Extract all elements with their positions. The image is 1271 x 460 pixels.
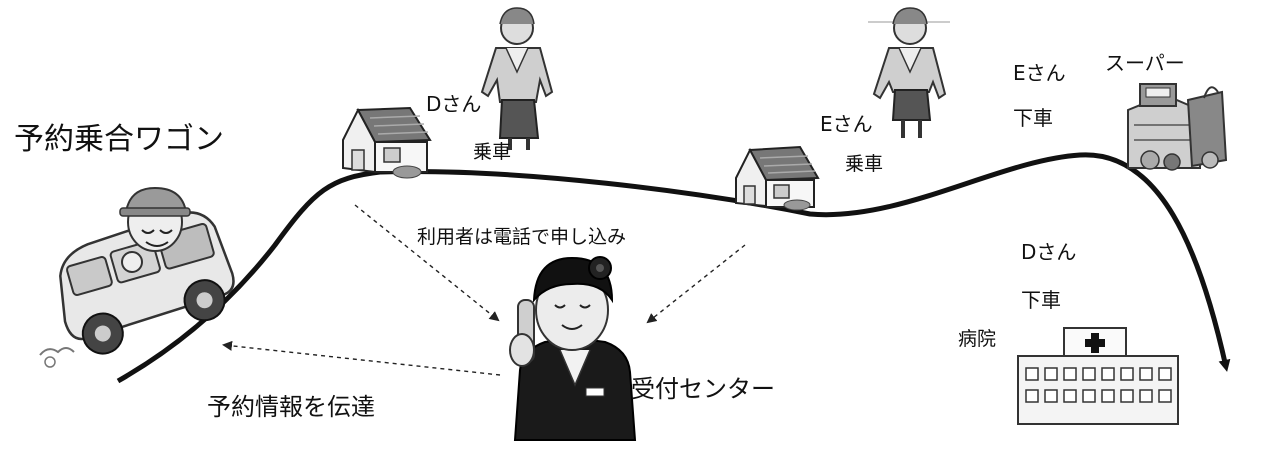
- woman-icon: [480, 7, 554, 150]
- hospital-window: [1082, 389, 1096, 403]
- diagram-title: 予約乗合ワゴン: [14, 122, 224, 157]
- hospital-window: [1063, 367, 1077, 381]
- request-arrow-right: [646, 244, 746, 324]
- hospital-window: [1120, 367, 1134, 381]
- hospital-window: [1158, 389, 1172, 403]
- e-alight-label: 下車: [1013, 106, 1053, 130]
- e-alight-passenger-label: Eさん: [1013, 61, 1066, 85]
- request-arrow-left: [354, 204, 500, 322]
- hospital-window: [1101, 367, 1115, 381]
- hospital-window: [1025, 367, 1039, 381]
- e-board-label: 乗車: [845, 153, 884, 175]
- d-board-label: 乗車: [473, 141, 512, 163]
- house-icon: [342, 106, 432, 179]
- e-passenger-label: Eさん: [820, 112, 873, 136]
- hospital-window: [1044, 389, 1058, 403]
- hospital-label: 病院: [958, 328, 997, 350]
- hospital-window: [1120, 389, 1134, 403]
- house-icon: [735, 145, 820, 211]
- hospital-window: [1025, 389, 1039, 403]
- hospital-window: [1082, 367, 1096, 381]
- d-alight-label: 下車: [1021, 288, 1061, 312]
- wagon-driver-icon: [39, 186, 235, 368]
- supermarket-icon: [1127, 83, 1228, 171]
- hospital-window: [1063, 389, 1077, 403]
- hospital-icon: [1017, 327, 1179, 425]
- hospital-window: [1101, 389, 1115, 403]
- d-passenger-label: Dさん: [426, 92, 482, 116]
- d-alight-passenger-label: Dさん: [1021, 240, 1077, 264]
- reservation-call-label: 利用者は電話で申し込み: [417, 226, 627, 248]
- hospital-window: [1139, 389, 1153, 403]
- woman-icon: [868, 7, 950, 138]
- operator-icon: [509, 256, 637, 441]
- supermarket-label: スーパー: [1105, 51, 1185, 75]
- hospital-window: [1044, 367, 1058, 381]
- reception-center-label: 受付センター: [631, 375, 775, 403]
- route-line: [116, 152, 1231, 384]
- info-transfer-label: 予約情報を伝達: [207, 393, 375, 421]
- hospital-window: [1139, 367, 1153, 381]
- info-transfer-arrow: [222, 340, 501, 376]
- hospital-window: [1158, 367, 1172, 381]
